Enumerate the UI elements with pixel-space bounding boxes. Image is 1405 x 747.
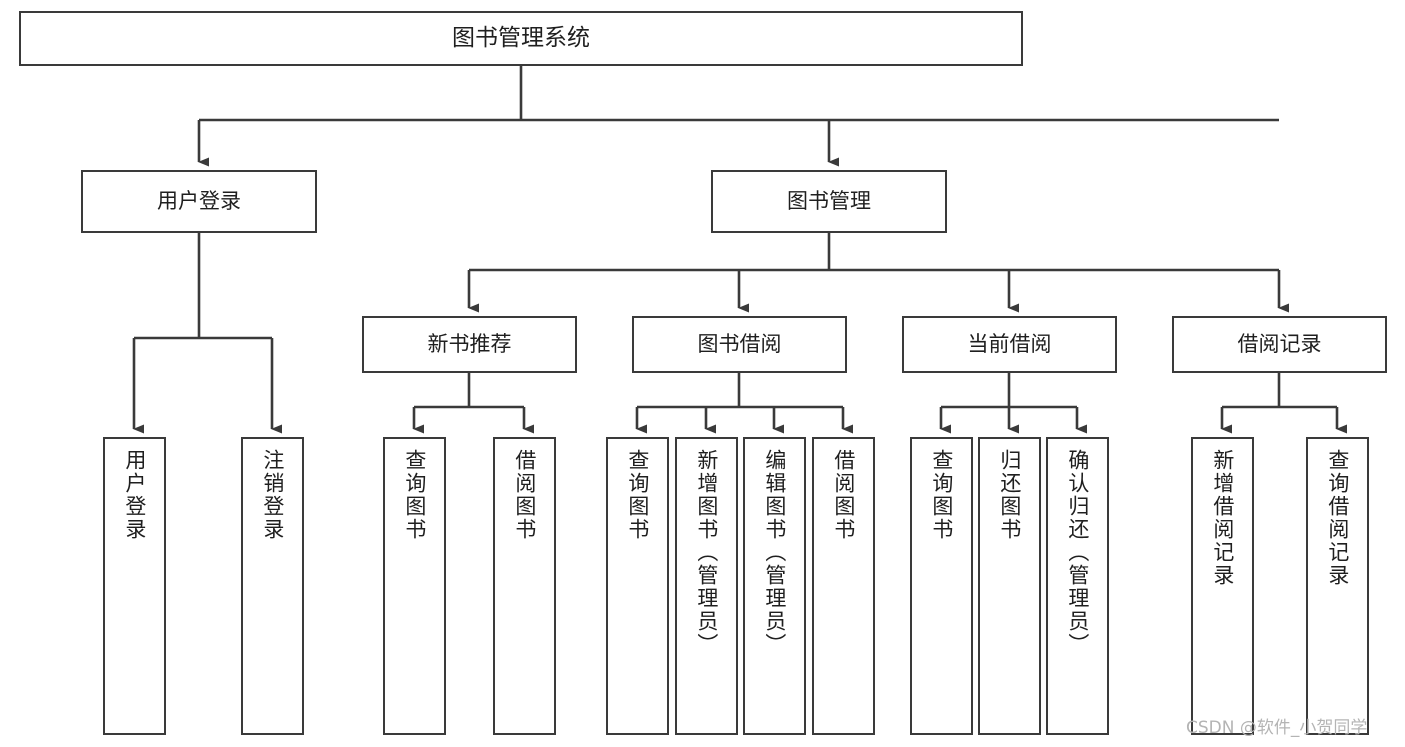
leaf-confirm-return-admin[interactable]: 确认归还（管理员） [1046, 437, 1109, 735]
node-label: 归还图书 [997, 449, 1022, 541]
node-label: 用户登录 [157, 189, 241, 214]
node-label: 查询图书 [929, 449, 954, 541]
leaf-query-borrow-record[interactable]: 查询借阅记录 [1306, 437, 1369, 735]
leaf-return-book[interactable]: 归还图书 [978, 437, 1041, 735]
node-new-book-recommend[interactable]: 新书推荐 [362, 316, 577, 373]
leaf-borrow-book-recommend[interactable]: 借阅图书 [493, 437, 556, 735]
leaf-logout[interactable]: 注销登录 [241, 437, 304, 735]
leaf-user-login[interactable]: 用户登录 [103, 437, 166, 735]
node-label: 查询图书 [402, 449, 427, 541]
node-borrow-record[interactable]: 借阅记录 [1172, 316, 1387, 373]
csdn-watermark: CSDN @软件_小贺同学 [1186, 718, 1368, 738]
node-label: 查询图书 [625, 449, 650, 541]
node-label: 借阅记录 [1237, 332, 1322, 357]
node-label: 图书管理 [787, 189, 871, 214]
node-label: 借阅图书 [831, 449, 856, 541]
node-label: 查询借阅记录 [1325, 449, 1350, 587]
node-label: 确认归还（管理员） [1065, 449, 1090, 656]
leaf-query-book-current[interactable]: 查询图书 [910, 437, 973, 735]
leaf-add-borrow-record[interactable]: 新增借阅记录 [1191, 437, 1254, 735]
leaf-query-book-recommend[interactable]: 查询图书 [383, 437, 446, 735]
node-label: 当前借阅 [967, 332, 1052, 357]
node-label: 编辑图书（管理员） [762, 449, 787, 656]
node-label: 新书推荐 [427, 332, 512, 357]
node-label: 图书借阅 [697, 332, 782, 357]
leaf-query-book-borrow[interactable]: 查询图书 [606, 437, 669, 735]
node-label: 用户登录 [122, 449, 147, 541]
node-root-book-management-system[interactable]: 图书管理系统 [19, 11, 1023, 66]
node-label: 新增借阅记录 [1210, 449, 1235, 587]
leaf-borrow-book[interactable]: 借阅图书 [812, 437, 875, 735]
node-book-borrow[interactable]: 图书借阅 [632, 316, 847, 373]
node-user-login[interactable]: 用户登录 [81, 170, 317, 233]
node-label: 新增图书（管理员） [694, 449, 719, 656]
node-label: 图书管理系统 [452, 24, 590, 51]
node-label: 注销登录 [260, 449, 285, 541]
node-current-borrow[interactable]: 当前借阅 [902, 316, 1117, 373]
node-label: 借阅图书 [512, 449, 537, 541]
leaf-edit-book-admin[interactable]: 编辑图书（管理员） [743, 437, 806, 735]
leaf-add-book-admin[interactable]: 新增图书（管理员） [675, 437, 738, 735]
node-book-management[interactable]: 图书管理 [711, 170, 947, 233]
